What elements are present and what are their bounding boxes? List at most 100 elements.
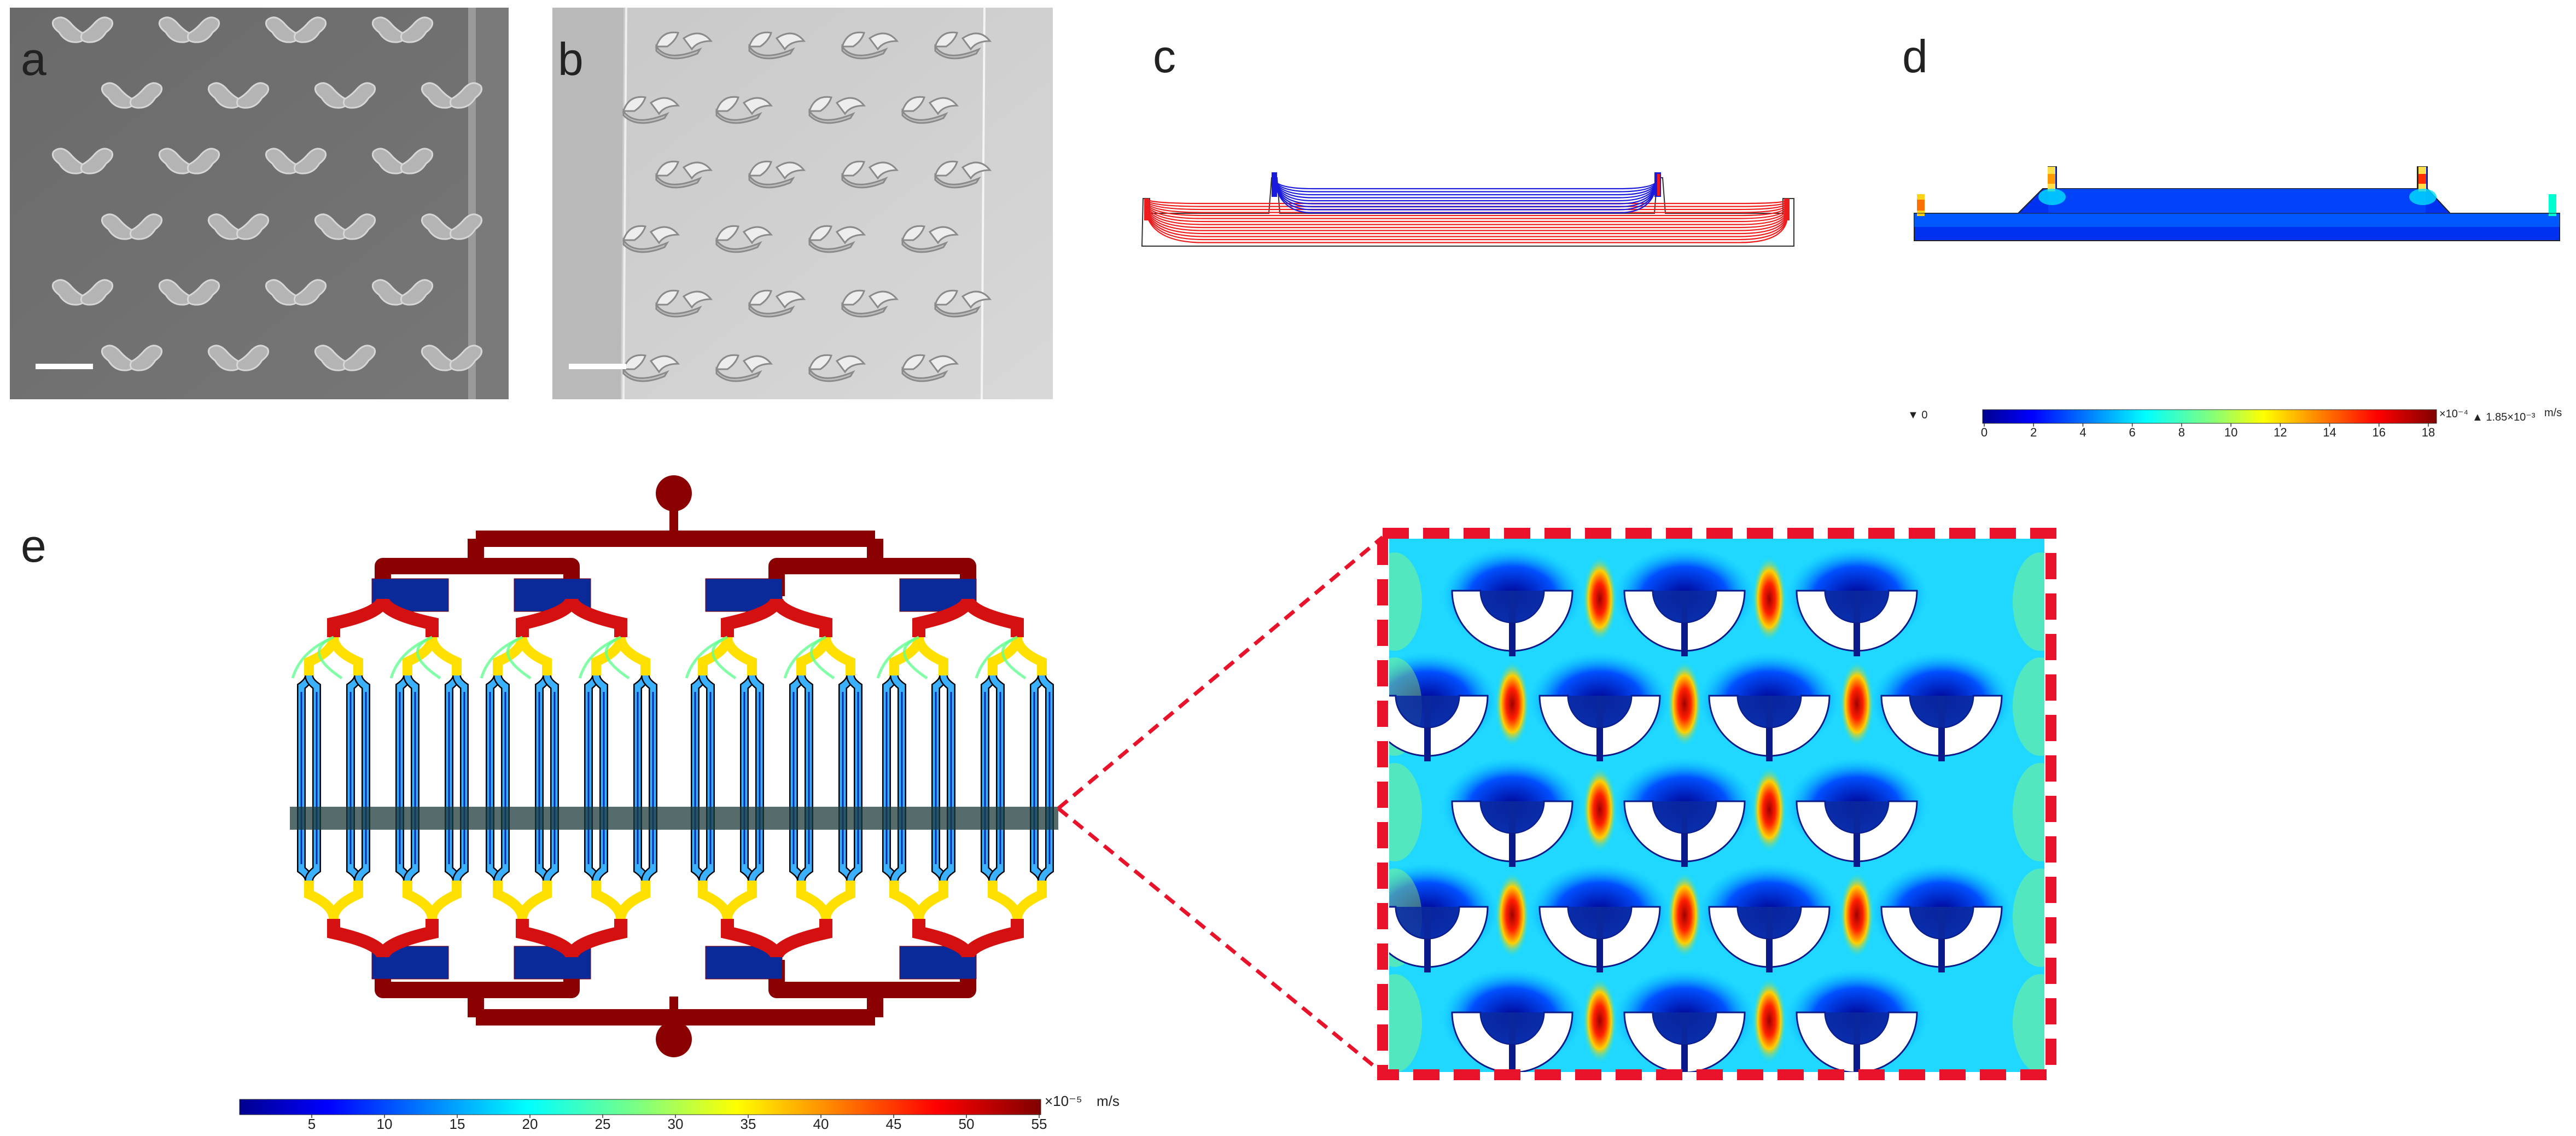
micropillar bbox=[622, 354, 646, 370]
streamline bbox=[1274, 180, 1658, 190]
colorbar-e-tick-label: 20 bbox=[522, 1116, 538, 1132]
branch-channel bbox=[565, 598, 627, 637]
panel-label-a: a bbox=[21, 33, 46, 85]
streamline bbox=[1146, 202, 1788, 213]
branch-channel bbox=[770, 919, 832, 958]
high-velocity-zone bbox=[1839, 660, 1874, 748]
streamline bbox=[1145, 208, 1788, 229]
high-velocity-zone bbox=[1495, 871, 1530, 959]
panel-label-c: c bbox=[1153, 31, 1176, 82]
micropillar-shadow bbox=[934, 302, 981, 318]
micropillar bbox=[400, 148, 434, 174]
micropillar-shadow bbox=[655, 173, 702, 189]
micropillar-shadow bbox=[715, 237, 762, 253]
streamline bbox=[1145, 213, 1788, 243]
branch-channel bbox=[329, 637, 363, 675]
micropillar bbox=[934, 31, 958, 48]
branch-highlight bbox=[902, 636, 928, 680]
micropillar bbox=[682, 161, 713, 180]
branch-channel bbox=[616, 881, 650, 919]
pillar-wake bbox=[1653, 591, 1716, 622]
zoom-box bbox=[1377, 528, 2056, 1080]
high-velocity-zone bbox=[1582, 766, 1617, 853]
branch-channel bbox=[517, 637, 552, 675]
branch-highlight bbox=[604, 636, 630, 680]
micropillar bbox=[655, 289, 679, 306]
branch-channel bbox=[329, 881, 363, 919]
colorbar-d-tick-label: 6 bbox=[2129, 426, 2136, 439]
micropillar bbox=[649, 355, 680, 374]
micropillar bbox=[655, 31, 679, 48]
high-velocity-zone bbox=[1752, 977, 1787, 1064]
panel-c-plot bbox=[1141, 172, 1794, 247]
high-velocity-zone bbox=[1667, 871, 1702, 959]
micropillar bbox=[293, 148, 327, 174]
streamline bbox=[1146, 205, 1788, 219]
micropillar bbox=[742, 97, 773, 115]
panel-label-d: d bbox=[1902, 31, 1928, 82]
colorbar-e-tick-label: 55 bbox=[1031, 1116, 1047, 1132]
micropillar bbox=[715, 225, 739, 241]
micropillar bbox=[622, 225, 646, 241]
micropillar bbox=[841, 31, 865, 48]
panel-label-e: e bbox=[21, 520, 46, 572]
micropillar bbox=[400, 279, 434, 306]
micropillar bbox=[748, 160, 772, 177]
pillar-array-band bbox=[290, 807, 1058, 830]
streamline bbox=[1146, 206, 1788, 223]
micropillar bbox=[808, 354, 832, 370]
pillar-wake bbox=[1910, 907, 1973, 939]
pillar-wake bbox=[1396, 907, 1459, 939]
colorbar-e-tick-label: 25 bbox=[595, 1116, 611, 1132]
high-velocity-zone bbox=[1667, 660, 1702, 748]
branch-channel bbox=[770, 598, 832, 637]
branch-highlight bbox=[506, 636, 532, 680]
micropillar bbox=[649, 226, 680, 244]
micropillar bbox=[187, 279, 220, 306]
micropillar bbox=[129, 213, 163, 240]
micropillar bbox=[342, 213, 376, 240]
panel-e-zoom-inset bbox=[1377, 528, 2056, 1080]
micropillar bbox=[934, 289, 958, 306]
pillar-wake bbox=[1481, 801, 1544, 833]
micropillar bbox=[928, 97, 959, 115]
micropillar bbox=[236, 82, 270, 109]
micropillar bbox=[961, 32, 992, 51]
colorbar-d-tick-label: 14 bbox=[2323, 426, 2336, 439]
micropillar bbox=[901, 354, 925, 370]
side-band bbox=[2013, 763, 2044, 861]
streamline bbox=[1146, 200, 1788, 207]
micropillar bbox=[80, 279, 114, 306]
streamline bbox=[1146, 199, 1788, 205]
micropillar-shadow bbox=[841, 302, 888, 318]
pillar-wake bbox=[1738, 907, 1801, 939]
colorbar-e-tick-label: 35 bbox=[740, 1116, 756, 1132]
colorbar-e-tick-label: 50 bbox=[958, 1116, 975, 1132]
pillar-wake bbox=[1825, 1012, 1889, 1044]
micropillar-shadow bbox=[901, 108, 948, 124]
panel-a-image bbox=[10, 8, 509, 399]
micropillar bbox=[961, 161, 992, 180]
colorbar-e-unit: m/s bbox=[1097, 1093, 1120, 1109]
side-band bbox=[1389, 974, 1422, 1072]
branch-channel bbox=[821, 637, 855, 675]
colorbar-d-tick-label: 10 bbox=[2224, 426, 2238, 439]
zoom-line-bottom bbox=[1057, 807, 1384, 1075]
colorbar-d-tick-label: 0 bbox=[1980, 426, 1988, 439]
micropillar bbox=[835, 226, 866, 244]
micropillar bbox=[622, 96, 646, 112]
pillar-wake bbox=[1738, 696, 1801, 727]
micropillar bbox=[868, 32, 899, 51]
colorbar-d-tick-label: 16 bbox=[2372, 426, 2386, 439]
side-band bbox=[2013, 974, 2044, 1072]
side-band bbox=[2013, 657, 2044, 756]
high-velocity-zone bbox=[1752, 766, 1787, 853]
branch-channel bbox=[914, 881, 948, 919]
colorbar-d-tick-label: 18 bbox=[2421, 426, 2435, 439]
micropillar-shadow bbox=[748, 173, 795, 189]
high-velocity-zone bbox=[1839, 871, 1874, 959]
pillar-wake bbox=[1568, 907, 1631, 939]
colorbar-e-tick-label: 45 bbox=[885, 1116, 902, 1132]
colorbar-d-max-marker: ▲ 1.85×10⁻³ bbox=[2472, 411, 2536, 423]
pillar-wake bbox=[1396, 696, 1459, 727]
